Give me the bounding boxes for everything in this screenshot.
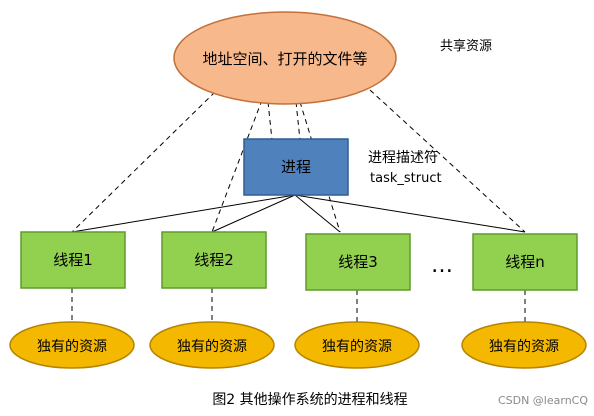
thread-label-2: 线程2 — [194, 251, 234, 269]
private-resource-text-3: 独有的资源 — [322, 339, 392, 355]
process-link-2 — [211, 194, 296, 233]
threads-group: 线程1 线程2 线程3 … 线程n — [20, 231, 578, 291]
process-link-3 — [294, 194, 341, 233]
process-descriptor-struct: task_struct — [370, 171, 442, 186]
watermark-text: CSDN @learnCQ — [498, 394, 588, 407]
shared-resource-text: 地址空间、打开的文件等 — [202, 50, 367, 68]
private-resource-ellipse-1 — [9, 321, 135, 369]
thread-box-3 — [305, 233, 411, 291]
shared-link-1 — [71, 91, 216, 233]
private-resources-group: 独有的资源 独有的资源 独有的资源 独有的资源 — [9, 321, 587, 369]
process-link-1 — [71, 194, 296, 233]
process-descriptor-label: 进程描述符 — [368, 150, 438, 166]
private-resource-ellipse-2 — [149, 321, 275, 369]
shared-resource-label: 共享资源 — [440, 38, 492, 54]
shared-link-n — [369, 89, 526, 233]
thread-box-n — [472, 233, 578, 291]
thread-label-1: 线程1 — [53, 251, 93, 269]
private-links — [71, 288, 526, 322]
thread-box-2 — [161, 231, 267, 289]
shared-resource-ellipse — [173, 11, 397, 105]
process-link-n — [294, 194, 526, 233]
thread-label-3: 线程3 — [338, 253, 378, 271]
figure-caption: 图2 其他操作系统的进程和线程 — [212, 392, 407, 408]
shared-link-2 — [211, 99, 263, 233]
private-resource-text-1: 独有的资源 — [37, 339, 107, 355]
shared-links — [71, 89, 526, 233]
private-resource-text-n: 独有的资源 — [489, 339, 559, 355]
thread-ellipsis: … — [431, 253, 453, 278]
process-links — [71, 194, 526, 233]
private-resource-text-2: 独有的资源 — [177, 339, 247, 355]
shared-to-process-link-1 — [267, 101, 273, 141]
thread-box-1 — [20, 231, 126, 289]
thread-label-n: 线程n — [505, 253, 545, 271]
process-box — [243, 138, 349, 196]
shared-to-process-link-2 — [295, 101, 301, 141]
shared-link-3 — [299, 101, 341, 233]
process-text: 进程 — [281, 158, 311, 176]
private-resource-ellipse-3 — [294, 321, 420, 369]
private-resource-ellipse-n — [461, 321, 587, 369]
